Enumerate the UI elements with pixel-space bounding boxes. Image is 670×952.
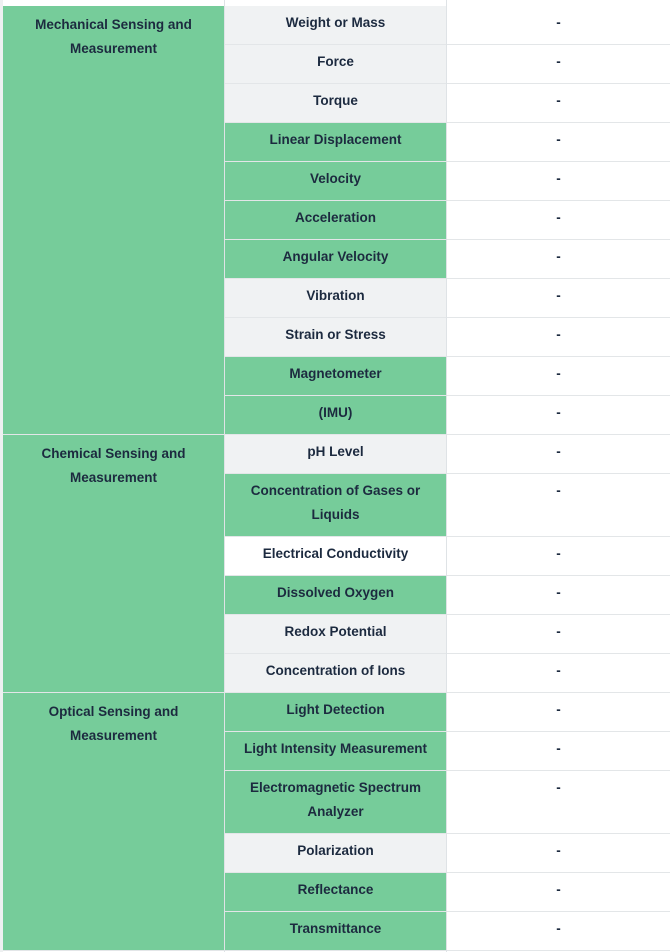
category-cell-mechanical-sensing-and-measurement: Mechanical Sensing and Measurement [3, 6, 224, 435]
row-divider [225, 278, 670, 279]
value-cell-magnetometer: - [447, 357, 670, 396]
sensor-cell-polarization: Polarization [225, 834, 446, 873]
row-divider [225, 872, 670, 873]
row-divider [225, 200, 670, 201]
sensor-cell-dissolved-oxygen: Dissolved Oxygen [225, 576, 446, 615]
sensor-cell-acceleration: Acceleration [225, 201, 446, 240]
value-cell-acceleration: - [447, 201, 670, 240]
value-cell-ph-level: - [447, 435, 670, 474]
row-divider [225, 122, 670, 123]
sensor-cell-transmittance: Transmittance [225, 912, 446, 951]
category-cell-optical-sensing-and-measurement: Optical Sensing and Measurement [3, 693, 224, 951]
group-divider [3, 692, 224, 693]
row-divider [225, 653, 670, 654]
value-cell-linear-displacement: - [447, 123, 670, 162]
row-divider [225, 692, 670, 693]
value-cell-vibration: - [447, 279, 670, 318]
sensor-cell-reflectance: Reflectance [225, 873, 446, 912]
sensor-cell-light-intensity-measurement: Light Intensity Measurement [225, 732, 446, 771]
sensor-cell-electrical-conductivity: Electrical Conductivity [225, 537, 446, 576]
value-cell-imu: - [447, 396, 670, 435]
sensor-cell-vibration: Vibration [225, 279, 446, 318]
sensor-cell-magnetometer: Magnetometer [225, 357, 446, 396]
row-divider [225, 614, 670, 615]
value-cell-angular-velocity: - [447, 240, 670, 279]
row-divider [225, 161, 670, 162]
sensor-cell-torque: Torque [225, 84, 446, 123]
sensor-cell-weight-or-mass: Weight or Mass [225, 6, 446, 45]
row-divider [225, 473, 670, 474]
value-cell-force: - [447, 45, 670, 84]
sensor-cell-concentration-of-ions: Concentration of Ions [225, 654, 446, 693]
sensor-cell-concentration-of-gases-or-liquids: Concentration of Gases or Liquids [225, 474, 446, 537]
value-cell-polarization: - [447, 834, 670, 873]
sensor-cell-force: Force [225, 45, 446, 84]
group-divider [3, 434, 224, 435]
value-cell-concentration-of-ions: - [447, 654, 670, 693]
row-divider [225, 44, 670, 45]
category-cell-chemical-sensing-and-measurement: Chemical Sensing and Measurement [3, 435, 224, 693]
sensor-cell-velocity: Velocity [225, 162, 446, 201]
sensor-cell-imu: (IMU) [225, 396, 446, 435]
value-cell-dissolved-oxygen: - [447, 576, 670, 615]
row-divider [225, 434, 670, 435]
value-cell-light-detection: - [447, 693, 670, 732]
sensor-cell-ph-level: pH Level [225, 435, 446, 474]
value-cell-transmittance: - [447, 912, 670, 951]
value-cell-torque: - [447, 84, 670, 123]
row-divider [225, 911, 670, 912]
sensor-cell-light-detection: Light Detection [225, 693, 446, 732]
value-cell-electromagnetic-spectrum-analyzer: - [447, 771, 670, 834]
row-divider [225, 83, 670, 84]
row-divider [225, 731, 670, 732]
value-cell-electrical-conductivity: - [447, 537, 670, 576]
row-divider [225, 575, 670, 576]
table-left-edge [0, 0, 3, 952]
row-divider [225, 395, 670, 396]
value-cell-concentration-of-gases-or-liquids: - [447, 474, 670, 537]
value-cell-weight-or-mass: - [447, 6, 670, 45]
value-cell-redox-potential: - [447, 615, 670, 654]
group-divider [3, 950, 224, 951]
sensor-cell-redox-potential: Redox Potential [225, 615, 446, 654]
sensor-cell-angular-velocity: Angular Velocity [225, 240, 446, 279]
row-divider [225, 536, 670, 537]
column-divider-2 [446, 0, 447, 952]
row-divider [225, 356, 670, 357]
sensor-cell-strain-or-stress: Strain or Stress [225, 318, 446, 357]
value-cell-strain-or-stress: - [447, 318, 670, 357]
row-divider [225, 833, 670, 834]
row-divider [225, 239, 670, 240]
value-cell-velocity: - [447, 162, 670, 201]
value-cell-reflectance: - [447, 873, 670, 912]
column-divider-1 [224, 0, 225, 952]
row-divider [225, 950, 670, 951]
sensor-cell-linear-displacement: Linear Displacement [225, 123, 446, 162]
row-divider [225, 770, 670, 771]
row-divider [225, 317, 670, 318]
sensor-cell-electromagnetic-spectrum-analyzer: Electromagnetic Spectrum Analyzer [225, 771, 446, 834]
value-cell-light-intensity-measurement: - [447, 732, 670, 771]
